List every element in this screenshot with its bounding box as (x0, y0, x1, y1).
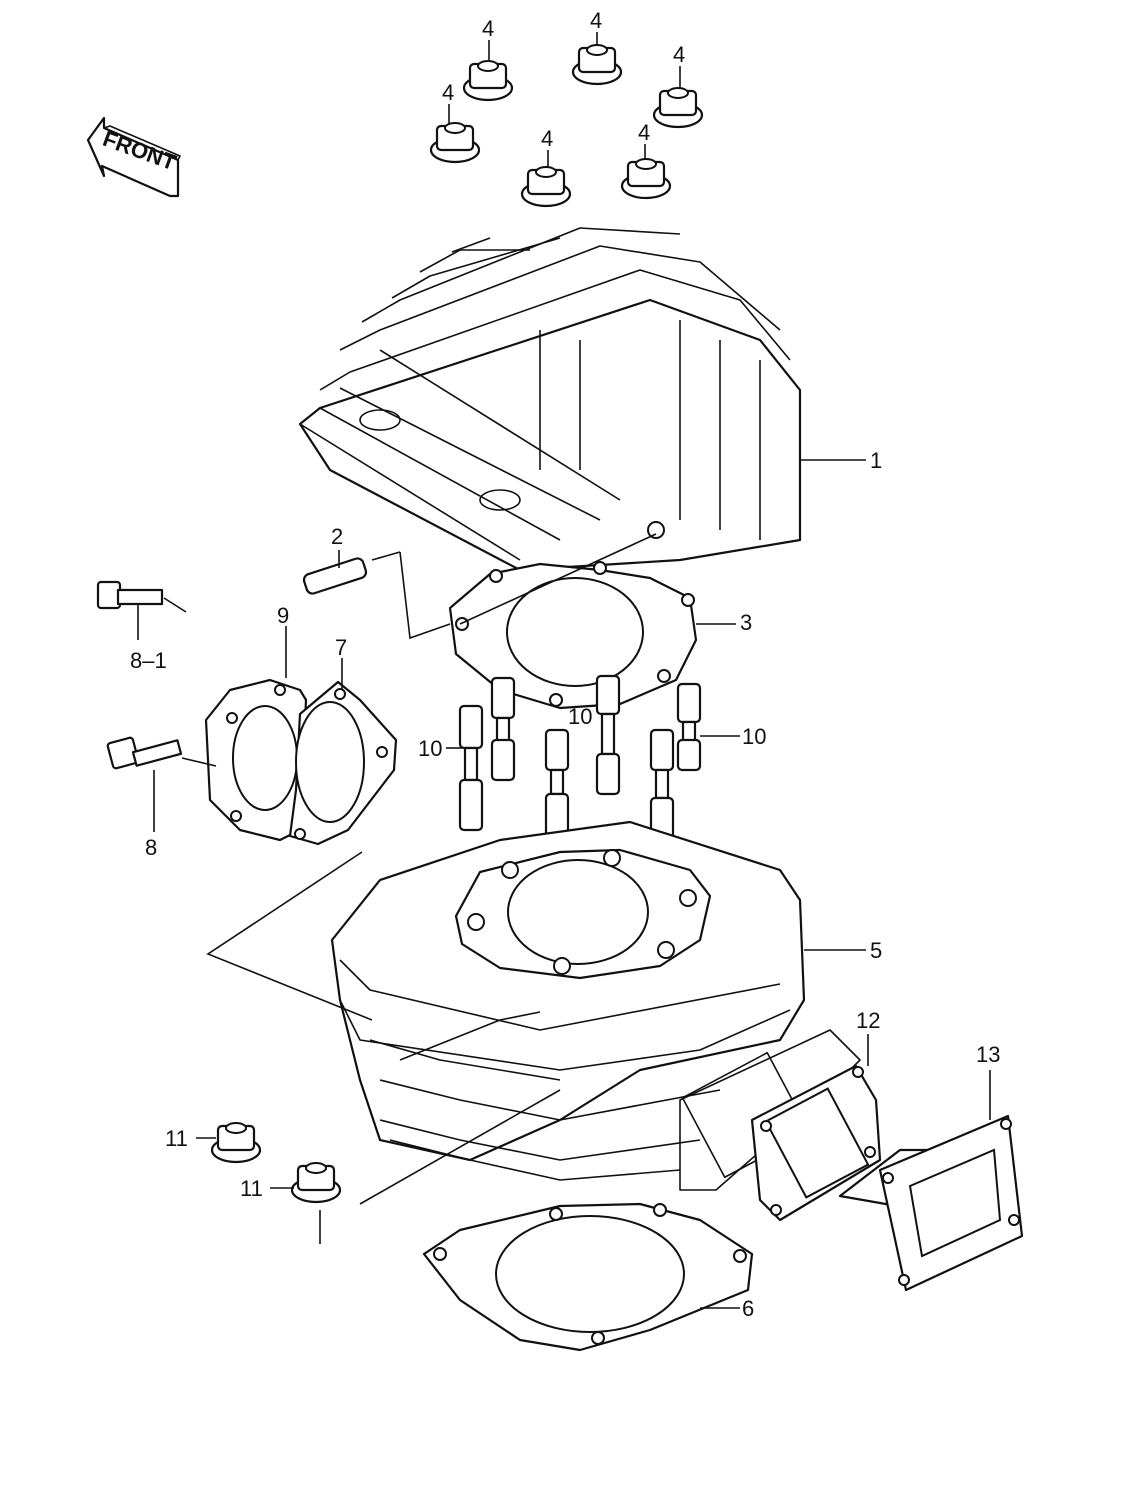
callout-label: 3 (740, 610, 752, 635)
cylinder-head (298, 227, 802, 572)
callout-label: 4 (590, 8, 602, 33)
callout-label: 4 (673, 42, 685, 67)
reed-valve (838, 1114, 1024, 1292)
flange-nut-icon (652, 87, 704, 129)
callout-label: 6 (742, 1296, 754, 1321)
stud-group (458, 674, 702, 846)
flange-nut-group (429, 44, 704, 208)
flange-nut-icon (462, 60, 514, 102)
callout-label: 11 (240, 1176, 263, 1201)
intake-flange (204, 678, 308, 842)
cylinder-stud (676, 682, 702, 772)
callout-label: 13 (976, 1042, 1000, 1067)
flange-nut-icon (429, 122, 481, 164)
callout-label: 8–1 (130, 648, 167, 673)
callout-label: 10 (568, 704, 592, 729)
nut-11-lower (290, 1162, 342, 1204)
callout-label: 10 (418, 736, 442, 761)
bolt-8 (106, 736, 183, 770)
reed-valve-gasket (750, 1064, 882, 1222)
callout-label: 1 (870, 448, 882, 473)
cylinder-stud (595, 674, 621, 796)
cylinder-stud (490, 676, 516, 782)
intake-gasket (288, 680, 398, 846)
cylinder-stud (649, 728, 675, 844)
head-gasket (448, 561, 698, 710)
callout-label: 4 (541, 126, 553, 151)
stud-bolt (302, 557, 368, 595)
cylinder-block (330, 820, 861, 1191)
callout-label: 10 (742, 724, 766, 749)
callout-label: 4 (638, 120, 650, 145)
callout-label: 8 (145, 835, 157, 860)
callout-label: 7 (335, 635, 347, 660)
nut-11-upper (210, 1122, 262, 1164)
bolt-8-1 (96, 580, 164, 610)
base-gasket (422, 1202, 754, 1352)
flange-nut-icon (520, 166, 572, 208)
callout-label: 4 (482, 16, 494, 41)
callout-label: 5 (870, 938, 882, 963)
callout-label: 12 (856, 1008, 880, 1033)
front-arrow-icon: FRONT (86, 116, 181, 198)
cylinder-stud (458, 704, 484, 832)
callout-label: 2 (331, 524, 343, 549)
callout-label: 9 (277, 603, 289, 628)
callout-label: 4 (442, 80, 454, 105)
flange-nut-icon (620, 158, 672, 200)
cylinder-stud (544, 728, 570, 846)
callout-label: 11 (165, 1126, 188, 1151)
flange-nut-icon (571, 44, 623, 86)
